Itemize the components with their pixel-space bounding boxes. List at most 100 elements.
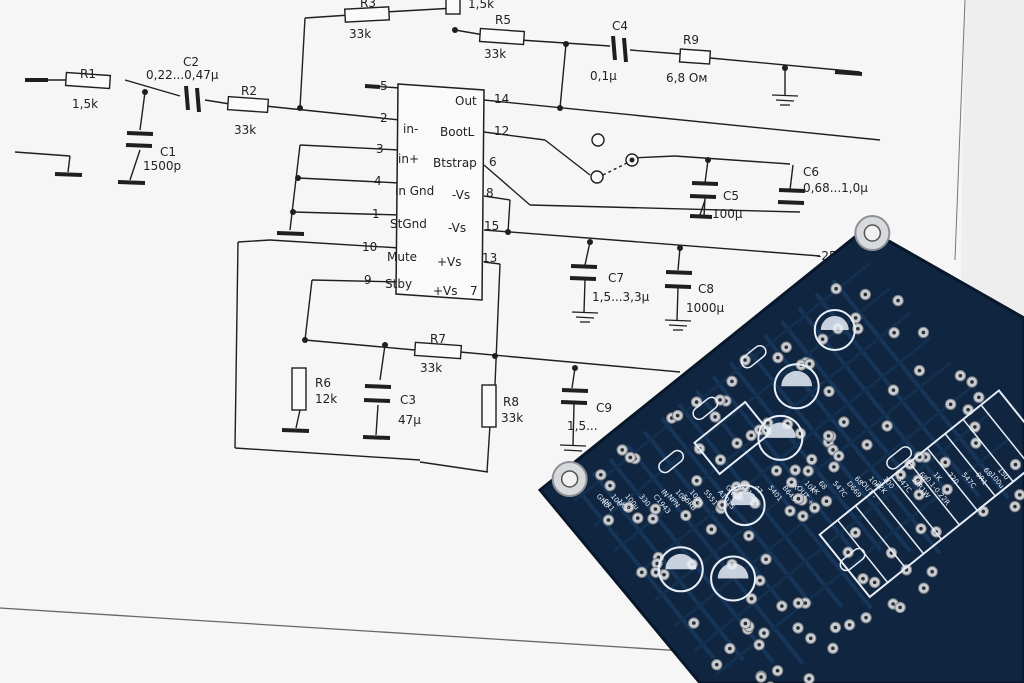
- capacitor-polarity-mark: [730, 491, 759, 506]
- resistors: [64, 0, 712, 428]
- c1-value: 1500p: [143, 159, 181, 173]
- silkscreen-label: 68: [817, 479, 829, 491]
- silkscreen-label: 68: [982, 466, 994, 478]
- pad-hole: [620, 448, 625, 452]
- pad-hole: [970, 380, 974, 384]
- pin-7-name: +Vs: [433, 284, 458, 298]
- pad-hole: [974, 441, 978, 445]
- pad-hole: [796, 601, 801, 605]
- resistor-outline: [692, 396, 719, 421]
- pin-1-number: 1: [372, 207, 380, 221]
- pad-hole: [653, 507, 658, 511]
- pad-hole: [807, 362, 812, 366]
- pad-hole: [692, 621, 696, 625]
- heatsink-fin: [854, 505, 907, 569]
- pin-6-name: Btstrap: [433, 156, 477, 170]
- pin-10-name: Mute: [387, 250, 417, 264]
- heatsink-fin: [837, 519, 889, 584]
- pad-hole: [713, 415, 717, 419]
- pad-hole: [898, 472, 903, 477]
- pin-14-name: Out: [455, 94, 477, 108]
- resistor-outline: [740, 344, 767, 369]
- pad-hole: [981, 509, 986, 514]
- pad-hole: [789, 480, 794, 485]
- pin-2-number: 2: [380, 111, 388, 125]
- silkscreen-label: IN: [659, 488, 670, 499]
- pin-7-number: 7: [470, 284, 478, 298]
- copper-trace: [728, 361, 883, 552]
- r6-value: 12k: [315, 392, 337, 406]
- input-connector-frame: [693, 400, 772, 476]
- r3-value: 33k: [349, 27, 371, 41]
- pad-hole: [836, 454, 841, 458]
- c9-name: C9: [596, 401, 612, 415]
- pin-15-number: 15: [484, 219, 499, 233]
- copper-trace: [660, 416, 814, 607]
- pad-hole: [809, 457, 814, 462]
- pin-1-name: StGnd: [390, 217, 427, 231]
- heatsink-fin: [962, 418, 1014, 483]
- r9-name: R9: [683, 33, 699, 47]
- c9-value: 1,5...: [567, 419, 598, 433]
- pad-hole: [831, 646, 835, 651]
- pad-hole: [730, 379, 734, 384]
- pad-hole: [764, 557, 768, 562]
- pad-hole: [853, 530, 858, 535]
- pin-10-number: 10: [362, 240, 377, 254]
- pad-hole: [639, 570, 644, 575]
- pin-5-number: 5: [380, 79, 388, 93]
- mounting-hole: [863, 224, 882, 242]
- pad-hole: [758, 578, 762, 583]
- capacitor-outline: [710, 555, 757, 602]
- pin-8-name: -Vs: [452, 188, 470, 202]
- r7-value: 33k: [420, 361, 442, 375]
- c8-value: 1000µ: [686, 301, 725, 315]
- pad-hole: [718, 457, 723, 462]
- copper-trace: [711, 375, 853, 550]
- pad-hole: [746, 533, 751, 538]
- c6-name: C6: [803, 165, 819, 179]
- pcb-pads: [595, 283, 1024, 683]
- c3-name: C3: [400, 393, 416, 407]
- pad-hole: [943, 460, 948, 465]
- pad-hole: [917, 368, 922, 373]
- pin-15-name: -Vs: [448, 221, 466, 235]
- capacitor-polarity-mark: [764, 422, 796, 438]
- copper-trace: [573, 261, 872, 503]
- heatsink-fin: [926, 447, 978, 511]
- pad-hole: [917, 492, 921, 497]
- pad-hole: [1013, 462, 1018, 467]
- pad-hole: [831, 448, 835, 452]
- pad-hole: [966, 408, 970, 412]
- pad-hole: [948, 402, 953, 407]
- capacitor-polarity-mark: [717, 563, 749, 579]
- pad-hole: [945, 487, 950, 492]
- heatsink-fin: [872, 490, 925, 555]
- cap-leads: [572, 197, 706, 446]
- pad-hole: [735, 441, 739, 445]
- r5-value: 33k: [484, 47, 506, 61]
- pad-hole: [865, 442, 869, 447]
- pad-hole: [891, 602, 895, 606]
- pad-hole: [694, 400, 699, 404]
- pin-9-name: Stby: [385, 277, 412, 291]
- pad-hole: [834, 286, 838, 291]
- pad-hole: [784, 345, 789, 349]
- pad-hole: [892, 330, 896, 335]
- pad-hole: [973, 425, 977, 429]
- mounting-hole: [560, 470, 579, 488]
- c2-name: C2: [183, 55, 199, 69]
- pad-hole: [606, 518, 611, 522]
- pad-hole: [714, 662, 719, 667]
- pad-hole: [765, 421, 770, 425]
- capacitor-polarity-mark: [665, 553, 697, 570]
- copper-trace: [780, 320, 922, 495]
- pin-6-number: 6: [489, 155, 497, 169]
- schematic-wires: [14, 7, 881, 473]
- r3-name: R3: [360, 0, 376, 10]
- heatsink-fin: [944, 433, 996, 497]
- pad-hole: [898, 605, 902, 610]
- r2-value: 33k: [234, 123, 256, 137]
- pad-hole: [930, 569, 934, 574]
